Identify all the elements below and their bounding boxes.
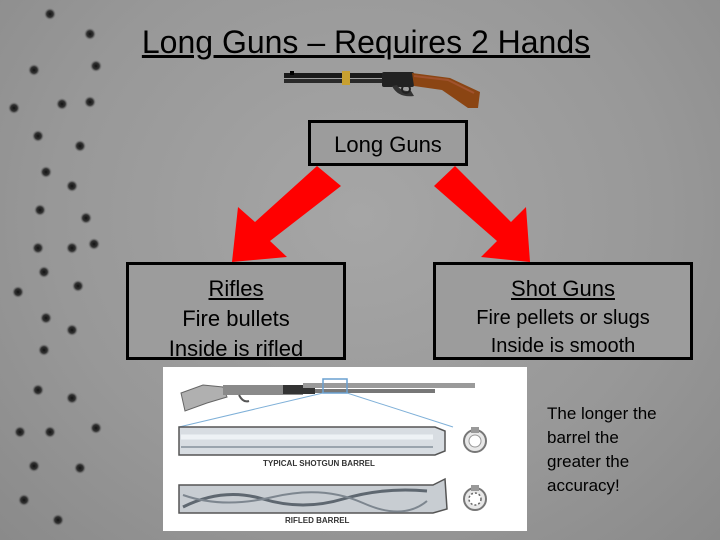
shotguns-heading: Shot Guns bbox=[511, 276, 615, 301]
rifles-line-2: Inside is rifled bbox=[168, 336, 304, 361]
page-title: Long Guns – Requires 2 Hands bbox=[141, 24, 591, 60]
shotgun-barrel-label: TYPICAL SHOTGUN BARREL bbox=[263, 459, 375, 468]
bullet-hole-icon bbox=[8, 8, 102, 526]
long-guns-label: Long Guns bbox=[334, 132, 442, 157]
rifled-muzzle-icon bbox=[463, 485, 487, 511]
smooth-muzzle-icon bbox=[463, 427, 487, 453]
arrow-to-rifles bbox=[232, 166, 341, 262]
long-guns-box: Long Guns bbox=[308, 120, 468, 166]
shotgun-icon: TYPICAL SHOTGUN BARREL RIFLED BARREL bbox=[178, 378, 487, 525]
caption-line-2: barrel the bbox=[547, 428, 619, 447]
shotguns-line-1: Fire pellets or slugs bbox=[476, 307, 650, 329]
arrow-to-shotguns bbox=[434, 166, 530, 262]
caption-line-1: The longer the bbox=[547, 404, 657, 423]
shotguns-box: Shot Guns Fire pellets or slugs Inside i… bbox=[433, 262, 693, 360]
rifles-line-1: Fire bullets bbox=[182, 306, 290, 331]
rifled-barrel-label: RIFLED BARREL bbox=[285, 516, 350, 525]
rifle-icon bbox=[284, 71, 480, 108]
shotguns-line-2: Inside is smooth bbox=[490, 335, 636, 357]
rifles-heading: Rifles bbox=[208, 276, 264, 301]
caption-line-3: greater the bbox=[547, 452, 630, 471]
barrel-comparison-image: TYPICAL SHOTGUN BARREL RIFLED BARREL bbox=[163, 367, 527, 531]
barrel-caption: The longer the barrel the greater the ac… bbox=[547, 402, 697, 498]
rifles-box: Rifles Fire bullets Inside is rifled bbox=[126, 262, 346, 361]
caption-line-4: accuracy! bbox=[547, 476, 620, 495]
